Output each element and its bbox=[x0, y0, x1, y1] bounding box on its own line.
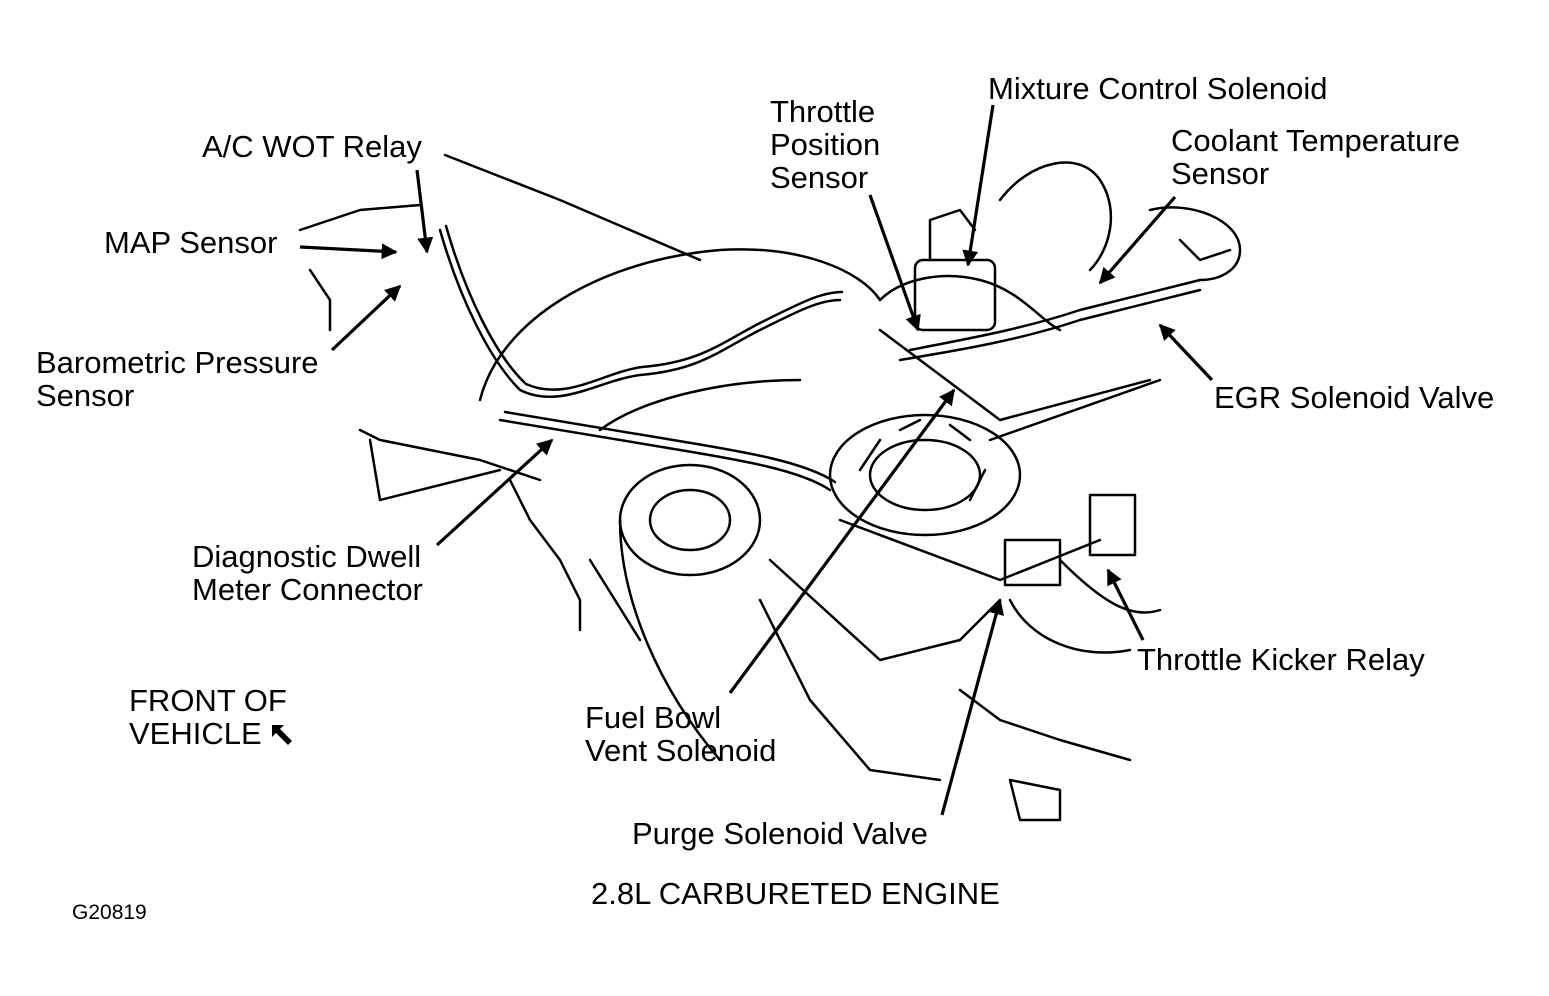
leader-map-sensor bbox=[299, 243, 398, 260]
label-throttle-kicker-relay: Throttle Kicker Relay bbox=[1137, 642, 1425, 677]
label-coolant-temperature-sensor: Coolant Temperature Sensor bbox=[1171, 123, 1460, 191]
leader-throttle-position bbox=[868, 194, 921, 332]
leader-barometric-pressure bbox=[330, 284, 402, 352]
diagram-caption: 2.8L CARBURETED ENGINE bbox=[591, 876, 1000, 911]
figure-id: G20819 bbox=[72, 901, 147, 924]
label-mixture-control-solenoid: Mixture Control Solenoid bbox=[988, 71, 1328, 106]
label-throttle-position-sensor: Throttle Position Sensor bbox=[770, 94, 881, 195]
label-purge-solenoid-valve: Purge Solenoid Valve bbox=[632, 816, 928, 851]
leader-coolant-temperature bbox=[1098, 195, 1177, 285]
leader-diagnostic-dwell bbox=[435, 438, 554, 547]
leader-ac-wot-relay bbox=[415, 169, 434, 254]
label-egr-solenoid-valve: EGR Solenoid Valve bbox=[1214, 380, 1495, 415]
leader-throttle-kicker bbox=[1106, 568, 1145, 641]
front-direction-arrow-icon bbox=[271, 725, 292, 745]
label-ac-wot-relay: A/C WOT Relay bbox=[202, 129, 422, 164]
leader-egr-solenoid bbox=[1158, 323, 1214, 382]
leader-purge-solenoid bbox=[940, 598, 1004, 816]
front-of-vehicle-label: FRONT OF VEHICLE bbox=[129, 684, 296, 750]
label-diagnostic-dwell-meter-connector: Diagnostic Dwell Meter Connector bbox=[192, 539, 423, 607]
label-barometric-pressure-sensor: Barometric Pressure Sensor bbox=[36, 345, 319, 413]
label-map-sensor: MAP Sensor bbox=[104, 225, 278, 260]
leader-fuel-bowl-vent bbox=[728, 388, 956, 694]
leader-mixture-control bbox=[962, 104, 995, 267]
label-fuel-bowl-vent-solenoid: Fuel Bowl Vent Solenoid bbox=[585, 700, 777, 768]
